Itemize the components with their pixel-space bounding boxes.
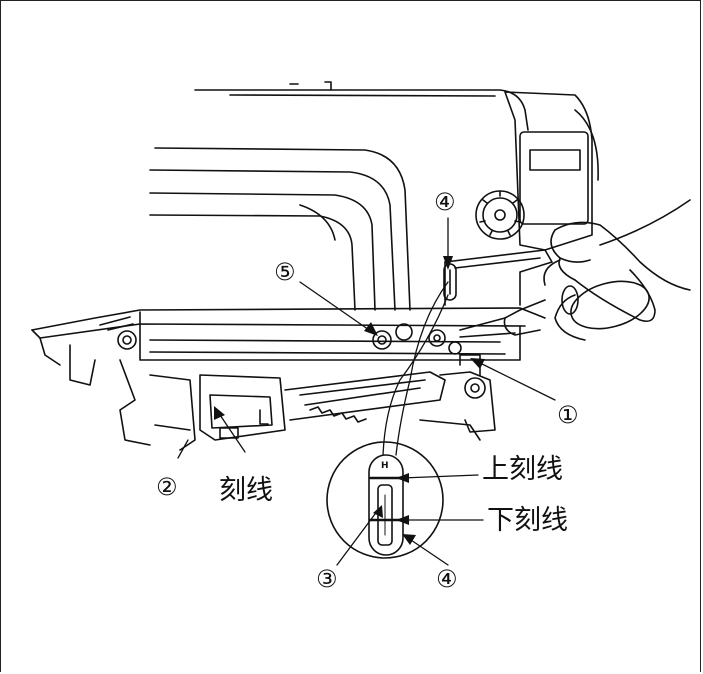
oil-window-bracket	[443, 249, 553, 306]
gauge-letter: H	[381, 461, 389, 471]
scale-line-label: 刻线	[219, 475, 273, 506]
gauge-magnifier	[326, 441, 444, 559]
callout-5: ⑤	[274, 258, 296, 286]
hand-with-oiler	[459, 199, 691, 341]
lower-line-label: 下刻线	[487, 505, 568, 536]
machine-head	[504, 91, 599, 251]
callout-4-top: ④	[434, 188, 456, 216]
bed-screws	[372, 323, 462, 355]
callout-4-bottom: ④	[436, 565, 458, 593]
bed-plate	[31, 307, 546, 366]
dial	[475, 190, 525, 240]
callout-1: ①	[557, 401, 579, 429]
callout-3: ③	[316, 565, 338, 593]
upper-line-label: 上刻线	[482, 454, 563, 485]
leader-lines	[177, 217, 556, 566]
callout-2: ②	[156, 473, 178, 501]
machine-arm	[149, 81, 529, 311]
